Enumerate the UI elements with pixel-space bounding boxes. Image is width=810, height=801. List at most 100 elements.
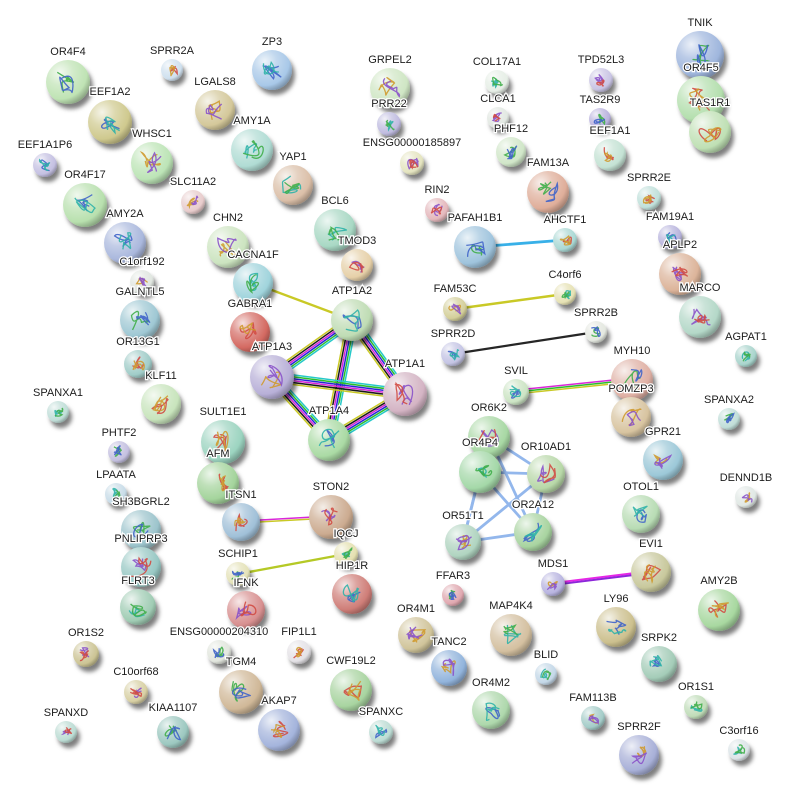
node-HIP1R[interactable]: HIP1R [332,559,372,614]
node-FAM53C[interactable]: FAM53C [432,282,478,321]
node-SPANXC[interactable]: SPANXC [358,705,405,744]
node-SRPK2[interactable]: SRPK2 [640,631,678,682]
node-GPR21[interactable]: GPR21 [643,425,683,480]
node-ENSG00000185897[interactable]: ENSG00000185897 [362,136,462,175]
node-CHN2[interactable]: CHN2 [207,211,249,268]
node-IFNK[interactable]: IFNK [227,576,265,629]
edge-ATP1A3-ATP1A1[interactable] [270,371,407,400]
node-CACNA1F[interactable]: CACNA1F [226,248,280,303]
node-C10orf68[interactable]: C10orf68 [112,665,160,704]
node-SPRR2D[interactable]: SPRR2D [429,327,477,366]
node-OR4F4[interactable]: OR4F4 [46,45,90,104]
node-FAM13A[interactable]: FAM13A [526,156,571,213]
node-OR4P4[interactable]: OR4P4 [459,436,501,493]
node-AGPAT1[interactable]: AGPAT1 [724,330,768,367]
node-OR2A12[interactable]: OR2A12 [511,498,555,551]
node-LY96[interactable]: LY96 [596,592,636,647]
node-EEF1A1P6[interactable]: EEF1A1P6 [17,138,73,177]
node-APLP2[interactable]: APLP2 [659,238,701,295]
node-AMY2B[interactable]: AMY2B [698,574,740,631]
node-CLCA1[interactable]: CLCA1 [479,92,517,129]
node-FAM19A1[interactable]: FAM19A1 [645,210,695,249]
node-MYH10[interactable]: MYH10 [611,344,653,401]
node-SCHIP1[interactable]: SCHIP1 [217,547,259,586]
node-ZP3[interactable]: ZP3 [252,35,292,90]
node-TPD52L3[interactable]: TPD52L3 [577,53,625,92]
node-ATP1A3[interactable]: ATP1A3 [250,340,294,399]
node-OR4M2[interactable]: OR4M2 [471,676,511,729]
node-ATP1A1[interactable]: ATP1A1 [383,357,427,416]
node-OR13G1[interactable]: OR13G1 [115,335,161,378]
node-FFAR3[interactable]: FFAR3 [435,569,471,606]
node-TAS1R1[interactable]: TAS1R1 [688,96,732,153]
node-AMY2A[interactable]: AMY2A [104,207,146,264]
node-LPAATA[interactable]: LPAATA [95,468,138,505]
node-TAS2R9[interactable]: TAS2R9 [578,93,622,130]
node-PNLIPRP3[interactable]: PNLIPRP3 [113,532,169,587]
node-SH3BGRL2[interactable]: SH3BGRL2 [111,495,171,550]
node-EEF1A2[interactable]: EEF1A2 [88,85,132,144]
node-TANC2[interactable]: TANC2 [430,635,468,686]
node-MARCO[interactable]: MARCO [678,281,722,338]
node-BLID[interactable]: BLID [533,648,560,685]
node-PAFAH1B1[interactable]: PAFAH1B1 [446,211,504,268]
node-PHF12[interactable]: PHF12 [493,122,529,167]
node-C1orf192[interactable]: C1orf192 [118,255,166,294]
node-SLC11A2[interactable]: SLC11A2 [169,175,217,214]
node-BCL6[interactable]: BCL6 [314,194,356,251]
node-OR4F17[interactable]: OR4F17 [63,168,107,227]
node-SULT1E1[interactable]: SULT1E1 [198,405,248,464]
node-CWF19L2[interactable]: CWF19L2 [325,654,377,711]
node-RIN2[interactable]: RIN2 [423,183,451,222]
node-FLRT3[interactable]: FLRT3 [120,574,156,625]
node-GRPEL2[interactable]: GRPEL2 [367,53,413,108]
node-EEF1A1[interactable]: EEF1A1 [588,124,632,171]
node-KLF11[interactable]: KLF11 [141,369,181,424]
node-AMY1A[interactable]: AMY1A [231,114,273,171]
node-ATP1A2[interactable]: ATP1A2 [331,284,373,341]
edge-SPRR2D-SPRR2B[interactable] [451,330,598,356]
node-OR6K2[interactable]: OR6K2 [468,401,510,458]
node-FIP1L1[interactable]: FIP1L1 [280,625,318,664]
node-OR10AD1[interactable]: OR10AD1 [520,440,572,493]
node-SPANXD[interactable]: SPANXD [43,706,90,743]
node-AFM[interactable]: AFM [197,447,239,504]
node-AHCTF1[interactable]: AHCTF1 [542,213,588,252]
node-SPRR2F[interactable]: SPRR2F [616,720,662,775]
node-TGM4[interactable]: TGM4 [219,655,263,714]
node-GALNTL5[interactable]: GALNTL5 [114,285,166,340]
edge-SCHIP1-IQCJ[interactable] [236,552,348,576]
node-SPRR2E[interactable]: SPRR2E [626,171,672,210]
node-OR1S2[interactable]: OR1S2 [67,626,105,667]
node-C3orf16[interactable]: C3orf16 [718,724,760,761]
node-EVI1[interactable]: EVI1 [631,537,671,592]
node-COL17A1[interactable]: COL17A1 [472,55,522,94]
node-FAM113B[interactable]: FAM113B [568,691,618,730]
node-PRR22[interactable]: PRR22 [370,97,408,136]
node-YAP1[interactable]: YAP1 [273,150,313,205]
node-PHTF2[interactable]: PHTF2 [100,426,138,463]
node-SPANXA1[interactable]: SPANXA1 [32,386,84,423]
node-ATP1A4[interactable]: ATP1A4 [308,404,350,461]
node-OR51T1[interactable]: OR51T1 [441,509,485,560]
node-OR1S1[interactable]: OR1S1 [677,680,715,719]
node-MAP4K4[interactable]: MAP4K4 [488,599,534,656]
node-GABRA1[interactable]: GABRA1 [226,297,274,352]
node-ITSN1[interactable]: ITSN1 [222,488,260,541]
node-IQCJ[interactable]: IQCJ [332,527,360,566]
node-C4orf6[interactable]: C4orf6 [547,268,583,305]
node-MDS1[interactable]: MDS1 [536,557,570,596]
node-TNIK[interactable]: TNIK [676,16,724,79]
node-SVIL[interactable]: SVIL [503,364,529,405]
node-SPANXA2[interactable]: SPANXA2 [703,393,755,430]
node-STON2[interactable]: STON2 [309,480,353,539]
node-DENND1B[interactable]: DENND1B [718,471,774,508]
node-LGALS8[interactable]: LGALS8 [193,75,237,130]
node-OR4M1[interactable]: OR4M1 [396,602,436,653]
node-AKAP7[interactable]: AKAP7 [258,694,300,751]
node-KIAA1107[interactable]: KIAA1107 [147,701,199,748]
node-SPRR2B[interactable]: SPRR2B [573,306,619,343]
node-SPRR2A[interactable]: SPRR2A [149,44,196,81]
edge-FAM53C-C4orf6[interactable] [453,292,567,311]
